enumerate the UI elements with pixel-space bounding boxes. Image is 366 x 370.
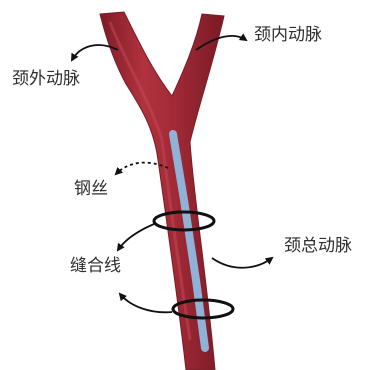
guide-wire-label: 钢丝: [74, 181, 108, 198]
external-carotid-arrow: [72, 45, 118, 60]
upper-suture-arrow: [118, 224, 154, 250]
external-carotid-label: 颈外动脉: [12, 71, 80, 88]
carotid-artery-vessel: [100, 12, 224, 370]
lower-suture-arrow: [120, 294, 172, 312]
internal-carotid-label: 颈内动脉: [254, 27, 322, 44]
common-carotid-arrow: [212, 258, 272, 268]
common-carotid-label: 颈总动脉: [284, 238, 352, 255]
suture-label: 缝合线: [70, 258, 121, 275]
